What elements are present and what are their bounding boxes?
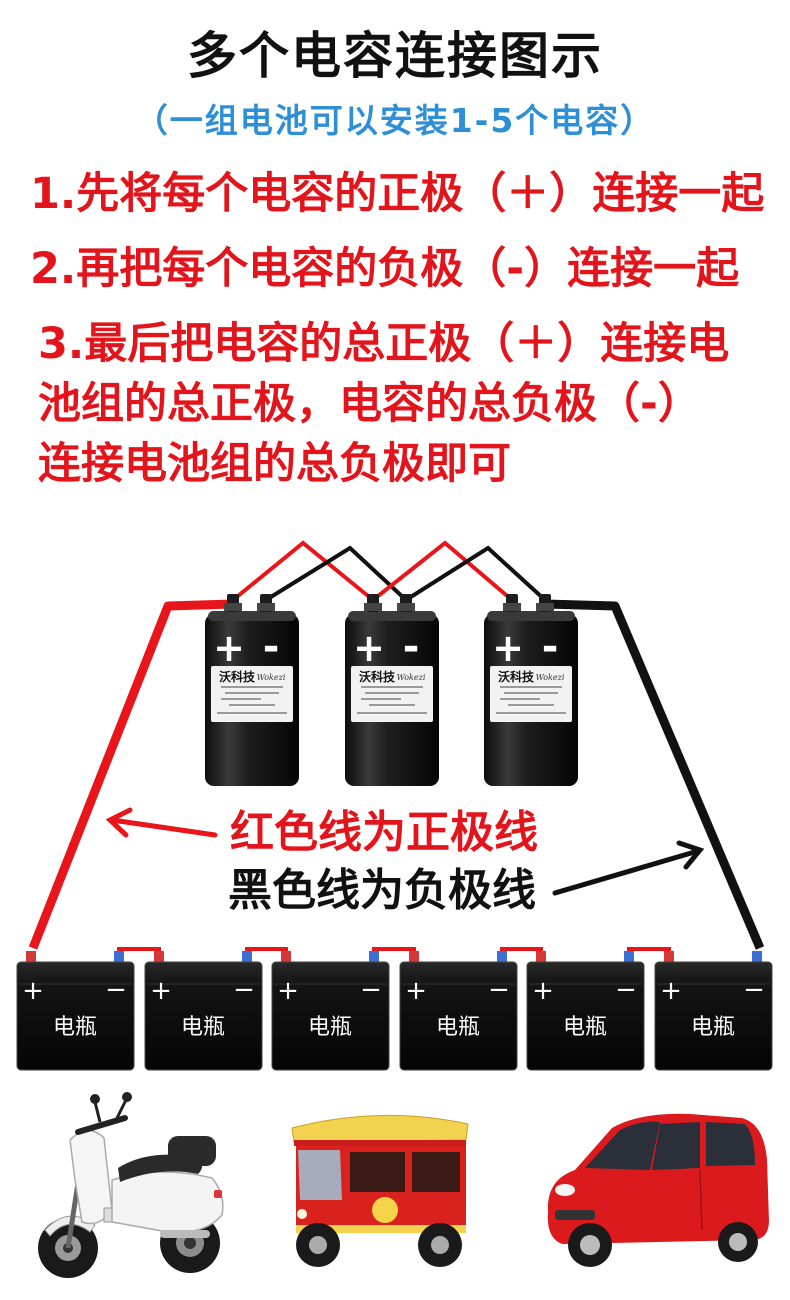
battery-plus-sign: +	[22, 976, 44, 1006]
page-title: 多个电容连接图示	[187, 27, 603, 85]
capacitor-brand-en: Wokezi	[257, 673, 286, 682]
capacitor: + - 沃科技 Wokezi	[345, 594, 439, 786]
capacitor-top	[487, 611, 575, 621]
battery-positive-post	[664, 951, 674, 963]
battery-plus-sign: +	[277, 976, 299, 1006]
battery-body	[271, 961, 390, 1071]
main-negative-wire	[544, 599, 765, 950]
battery-positive-post	[26, 951, 36, 963]
battery: + − 电瓶	[654, 951, 773, 1071]
battery-minus-sign: −	[105, 975, 127, 1005]
battery-body	[526, 961, 645, 1071]
battery-minus-sign: −	[488, 975, 510, 1005]
instruction-step-3-line-2: 池组的总正极，电容的总负极（-）	[38, 379, 701, 429]
capacitor-spec-lines	[357, 686, 427, 714]
battery-positive-post	[154, 951, 164, 963]
capacitor-minus-sign: -	[542, 624, 559, 670]
battery-label: 电瓶	[563, 1015, 607, 1040]
main-positive-wire	[28, 599, 234, 950]
battery-positive-post	[536, 951, 546, 963]
battery-negative-post	[114, 951, 124, 963]
capacitor-brand: 沃科技	[498, 669, 535, 684]
battery-negative-post	[752, 951, 762, 963]
battery-positive-post	[409, 951, 419, 963]
battery-minus-sign: −	[615, 975, 637, 1005]
capacitor-plus-sign: +	[213, 626, 245, 670]
battery-negative-post	[369, 951, 379, 963]
positive-terminal	[224, 594, 242, 612]
negative-terminal	[397, 594, 415, 612]
tricycle-icon	[291, 1114, 469, 1267]
battery-negative-post	[624, 951, 634, 963]
battery-body	[654, 961, 773, 1071]
capacitor: + - 沃科技 Wokezi	[484, 594, 578, 786]
negative-wire-legend: 黑色线为负极线	[228, 865, 536, 916]
battery: + − 电瓶	[399, 951, 518, 1071]
battery: + − 电瓶	[16, 951, 135, 1071]
capacitor-top	[208, 611, 296, 621]
negative-legend-arrow	[552, 840, 705, 896]
positive-terminal	[364, 594, 382, 612]
battery-label: 电瓶	[436, 1015, 480, 1040]
capacitor-positive-link-1	[231, 540, 375, 602]
battery-minus-sign: −	[360, 975, 382, 1005]
instruction-step-3-line-3: 连接电池组的总负极即可	[38, 439, 511, 489]
battery: + − 电瓶	[526, 951, 645, 1071]
battery-plus-sign: +	[405, 976, 427, 1006]
positive-legend-arrow	[105, 807, 218, 838]
capacitor-positive-link-2	[371, 540, 514, 602]
capacitor-plus-sign: +	[492, 626, 524, 670]
battery-body	[399, 961, 518, 1071]
positive-terminal	[503, 594, 521, 612]
capacitor-plus-sign: +	[353, 626, 385, 670]
battery-minus-sign: −	[233, 975, 255, 1005]
battery-negative-post	[497, 951, 507, 963]
capacitor-brand: 沃科技	[359, 669, 396, 684]
negative-terminal	[536, 594, 554, 612]
car-icon	[547, 1113, 769, 1267]
capacitor-brand: 沃科技	[219, 669, 256, 684]
capacitor-brand-en: Wokezi	[397, 673, 426, 682]
battery-plus-sign: +	[532, 976, 554, 1006]
battery-positive-post	[281, 951, 291, 963]
instruction-step-1: 1.先将每个电容的正极（＋）连接一起	[30, 169, 765, 219]
instruction-step-3-line-1: 3.最后把电容的总正极（＋）连接电	[38, 319, 730, 369]
negative-terminal	[257, 594, 275, 612]
scooter-icon	[38, 1092, 224, 1278]
battery: + − 电瓶	[271, 951, 390, 1071]
battery-plus-sign: +	[660, 976, 682, 1006]
battery-body	[16, 961, 135, 1071]
capacitor-minus-sign: -	[263, 624, 280, 670]
capacitor: + - 沃科技 Wokezi	[205, 594, 299, 786]
battery-body	[144, 961, 263, 1071]
battery-label: 电瓶	[691, 1015, 735, 1040]
capacitor-spec-lines	[496, 686, 566, 714]
capacitor-minus-sign: -	[403, 624, 420, 670]
instruction-step-2: 2.再把每个电容的负极（-）连接一起	[30, 244, 740, 294]
battery-label: 电瓶	[53, 1015, 97, 1040]
capacitor-negative-link-1	[264, 545, 408, 602]
page-subtitle: （一组电池可以安装1-5个电容）	[134, 101, 656, 140]
positive-wire-legend: 红色线为正极线	[230, 807, 538, 858]
battery-negative-post	[242, 951, 252, 963]
capacitor-brand-en: Wokezi	[536, 673, 565, 682]
capacitor-top	[348, 611, 436, 621]
battery: + − 电瓶	[144, 951, 263, 1071]
battery-plus-sign: +	[150, 976, 172, 1006]
capacitor-negative-link-2	[404, 545, 547, 602]
battery-label: 电瓶	[181, 1015, 225, 1040]
battery-minus-sign: −	[743, 975, 765, 1005]
capacitor-spec-lines	[217, 686, 287, 714]
battery-label: 电瓶	[308, 1015, 352, 1040]
battery-series-links	[117, 947, 671, 958]
